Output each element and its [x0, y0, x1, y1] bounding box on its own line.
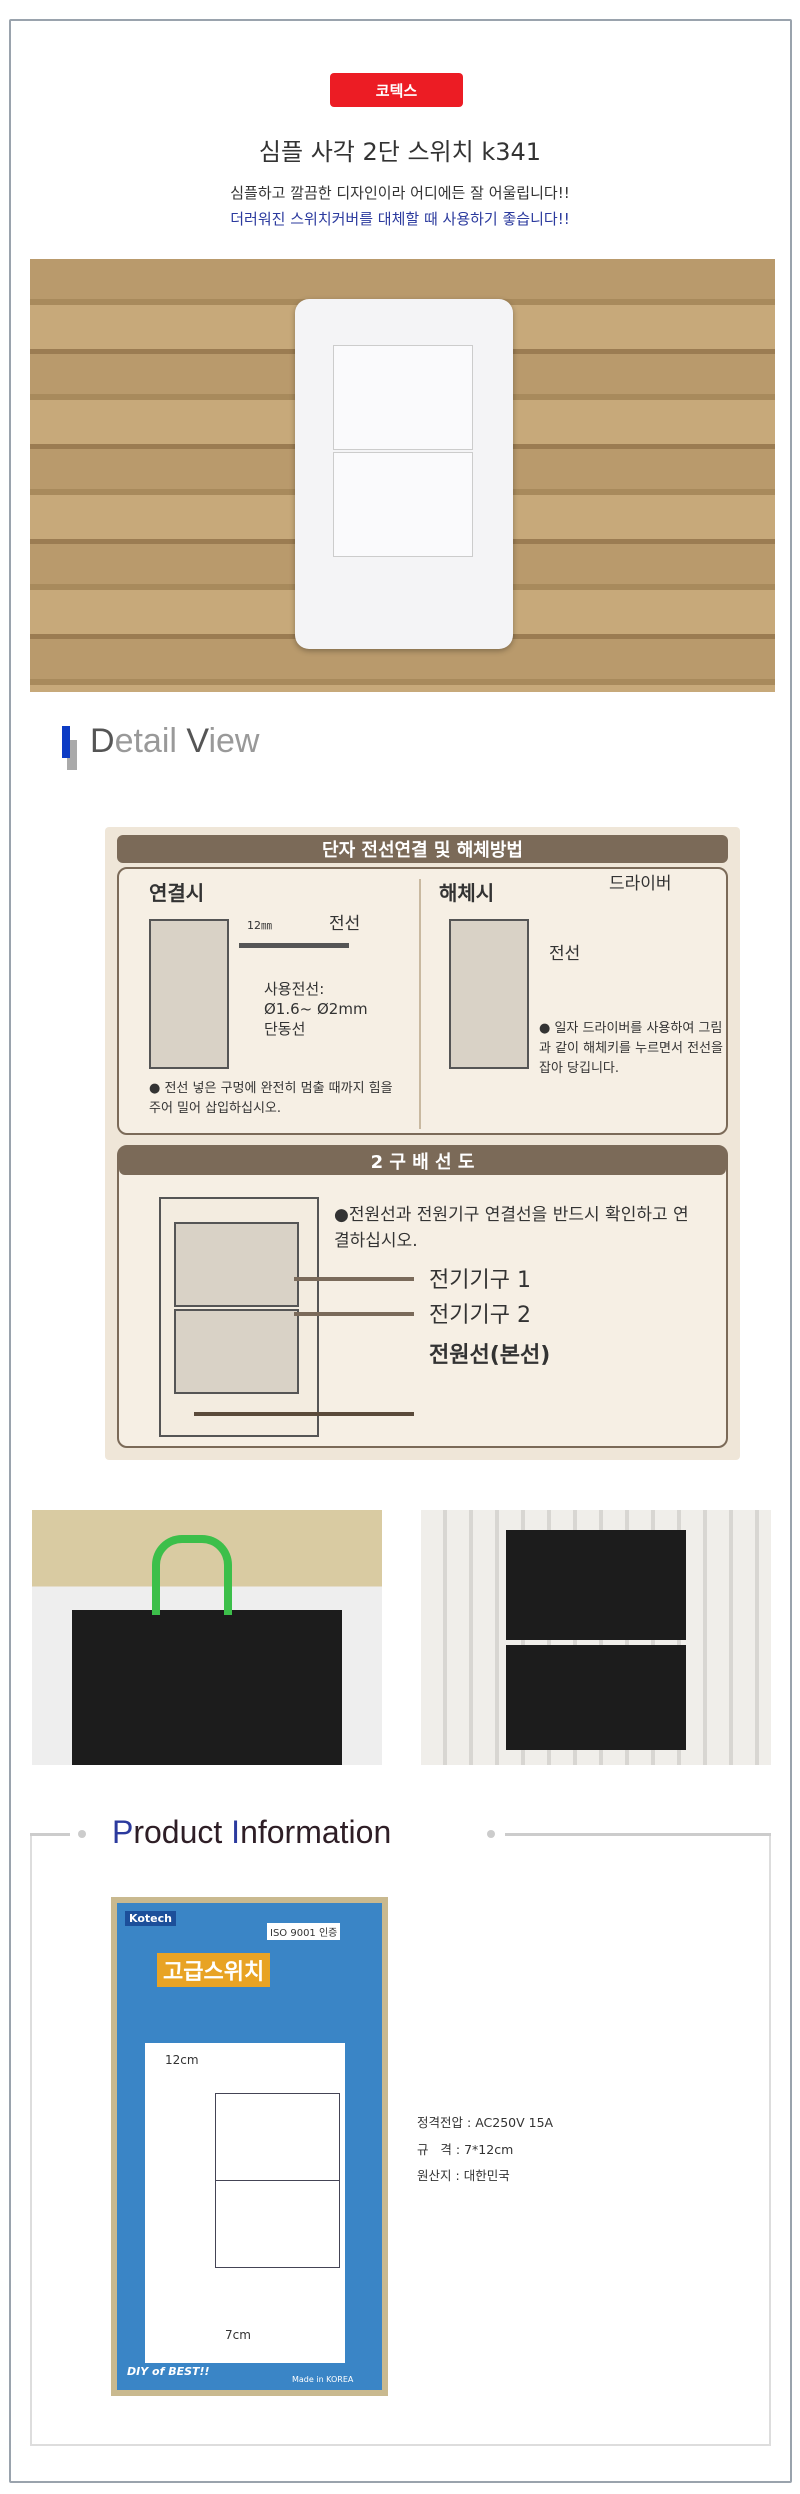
spec-row: 정격전압 : AC250V 15A [417, 2115, 554, 2130]
switch-split [215, 2180, 340, 2181]
connect-note: ● 전선 넣은 구멍에 완전히 멈출 때까지 힘을 주어 밀어 삽입하십시오. [149, 1081, 393, 1116]
switch-module-bottom [506, 1645, 686, 1750]
brand-badge[interactable]: 코텍스 [330, 73, 463, 107]
package-made: Made in KOREA [292, 2375, 354, 2384]
panel-divider [419, 879, 421, 1129]
product-photo-wood [30, 259, 775, 692]
product-info-box [30, 1833, 771, 2446]
heading-line-left [30, 1833, 70, 1836]
power-line-label: 전원선(본선) [429, 1343, 551, 1368]
section-marker [62, 726, 70, 758]
wire-spec: 사용전선: Ø1.6~ Ø2mm 단동선 [264, 980, 368, 1038]
heading-line-right [505, 1833, 771, 1836]
wire-label-2: 전선 [549, 944, 581, 964]
switch-plate [295, 299, 513, 649]
wiring-panel: 2 구 배 선 도 ●전원선과 전원기구 연결선을 반드시 확인하고 연결하십시… [117, 1145, 728, 1448]
device-2-label: 전기기구 2 [429, 1303, 531, 1328]
wiring-switch-top [174, 1222, 299, 1307]
diagram-header-wiring: 2 구 배 선 도 [119, 1147, 726, 1175]
wiring-note: ●전원선과 전원기구 연결선을 반드시 확인하고 연결하십시오. [334, 1205, 689, 1251]
package-photo: Kotech ISO 9001 인증 고급스위치 12cm 7cm DIY of… [111, 1897, 388, 2396]
section-marker-shadow [67, 740, 77, 770]
detail-view-heading: Detail View [90, 722, 260, 760]
device-1-label: 전기기구 1 [429, 1268, 531, 1293]
height-label: 12cm [165, 2053, 199, 2067]
subtitle-2: 더러워진 스위치커버를 대체할 때 사용하기 좋습니다!! [230, 210, 570, 228]
disconnect-note: ● 일자 드라이버를 사용하여 그림과 같이 해체키를 누르면서 전선을 잡아 … [539, 1021, 723, 1076]
product-info-heading: Product Information [112, 1814, 392, 1850]
driver-label: 드라이버 [609, 874, 672, 894]
wire-device-1 [294, 1277, 414, 1281]
package-name: 고급스위치 [157, 1953, 271, 1987]
green-wire [152, 1535, 232, 1615]
page-frame [9, 19, 792, 2483]
diagram-header-terminal: 단자 전선연결 및 해체방법 [117, 835, 728, 863]
width-label: 7cm [225, 2328, 251, 2342]
subtitle-1: 심플하고 깔끔한 디자인이라 어디에든 잘 어울립니다!! [230, 184, 570, 202]
package-slogan: DIY of BEST!! [127, 2365, 210, 2378]
heading-dot-left [78, 1830, 86, 1838]
connect-title: 연결시 [149, 881, 205, 905]
switch-back [72, 1610, 342, 1765]
heading-dot-right [487, 1830, 495, 1838]
switch-key-bottom [333, 452, 473, 557]
spec-row: 원산지 : 대한민국 [417, 2168, 510, 2183]
dimension-label: 12㎜ [247, 919, 272, 932]
package-switch-card: 12cm 7cm [145, 2043, 345, 2363]
wiring-switch-bottom [174, 1309, 299, 1394]
spec-row: 규 격 : 7*12cm [417, 2142, 514, 2157]
switch-drawing-connect [149, 919, 229, 1069]
package-iso: ISO 9001 인증 [267, 1923, 341, 1940]
wire-power [194, 1412, 414, 1416]
wire-label: 전선 [329, 914, 361, 934]
package-brand: Kotech [125, 1911, 176, 1926]
photo-switch-back-wire [32, 1510, 382, 1765]
switch-drawing-disconnect [449, 919, 529, 1069]
photo-switch-back [421, 1510, 771, 1765]
product-title: 심플 사각 2단 스위치 k341 [258, 138, 542, 166]
wire-device-2 [294, 1312, 414, 1316]
wiring-diagram: 단자 전선연결 및 해체방법 연결시 12㎜ 전선 사용전선: Ø1.6~ Ø2… [105, 827, 740, 1460]
wire-drawing [239, 943, 349, 948]
connection-panel: 연결시 12㎜ 전선 사용전선: Ø1.6~ Ø2mm 단동선 ● 전선 넣은 … [117, 867, 728, 1135]
switch-module-top [506, 1530, 686, 1640]
disconnect-title: 해체시 [439, 881, 495, 905]
switch-key-top [333, 345, 473, 450]
